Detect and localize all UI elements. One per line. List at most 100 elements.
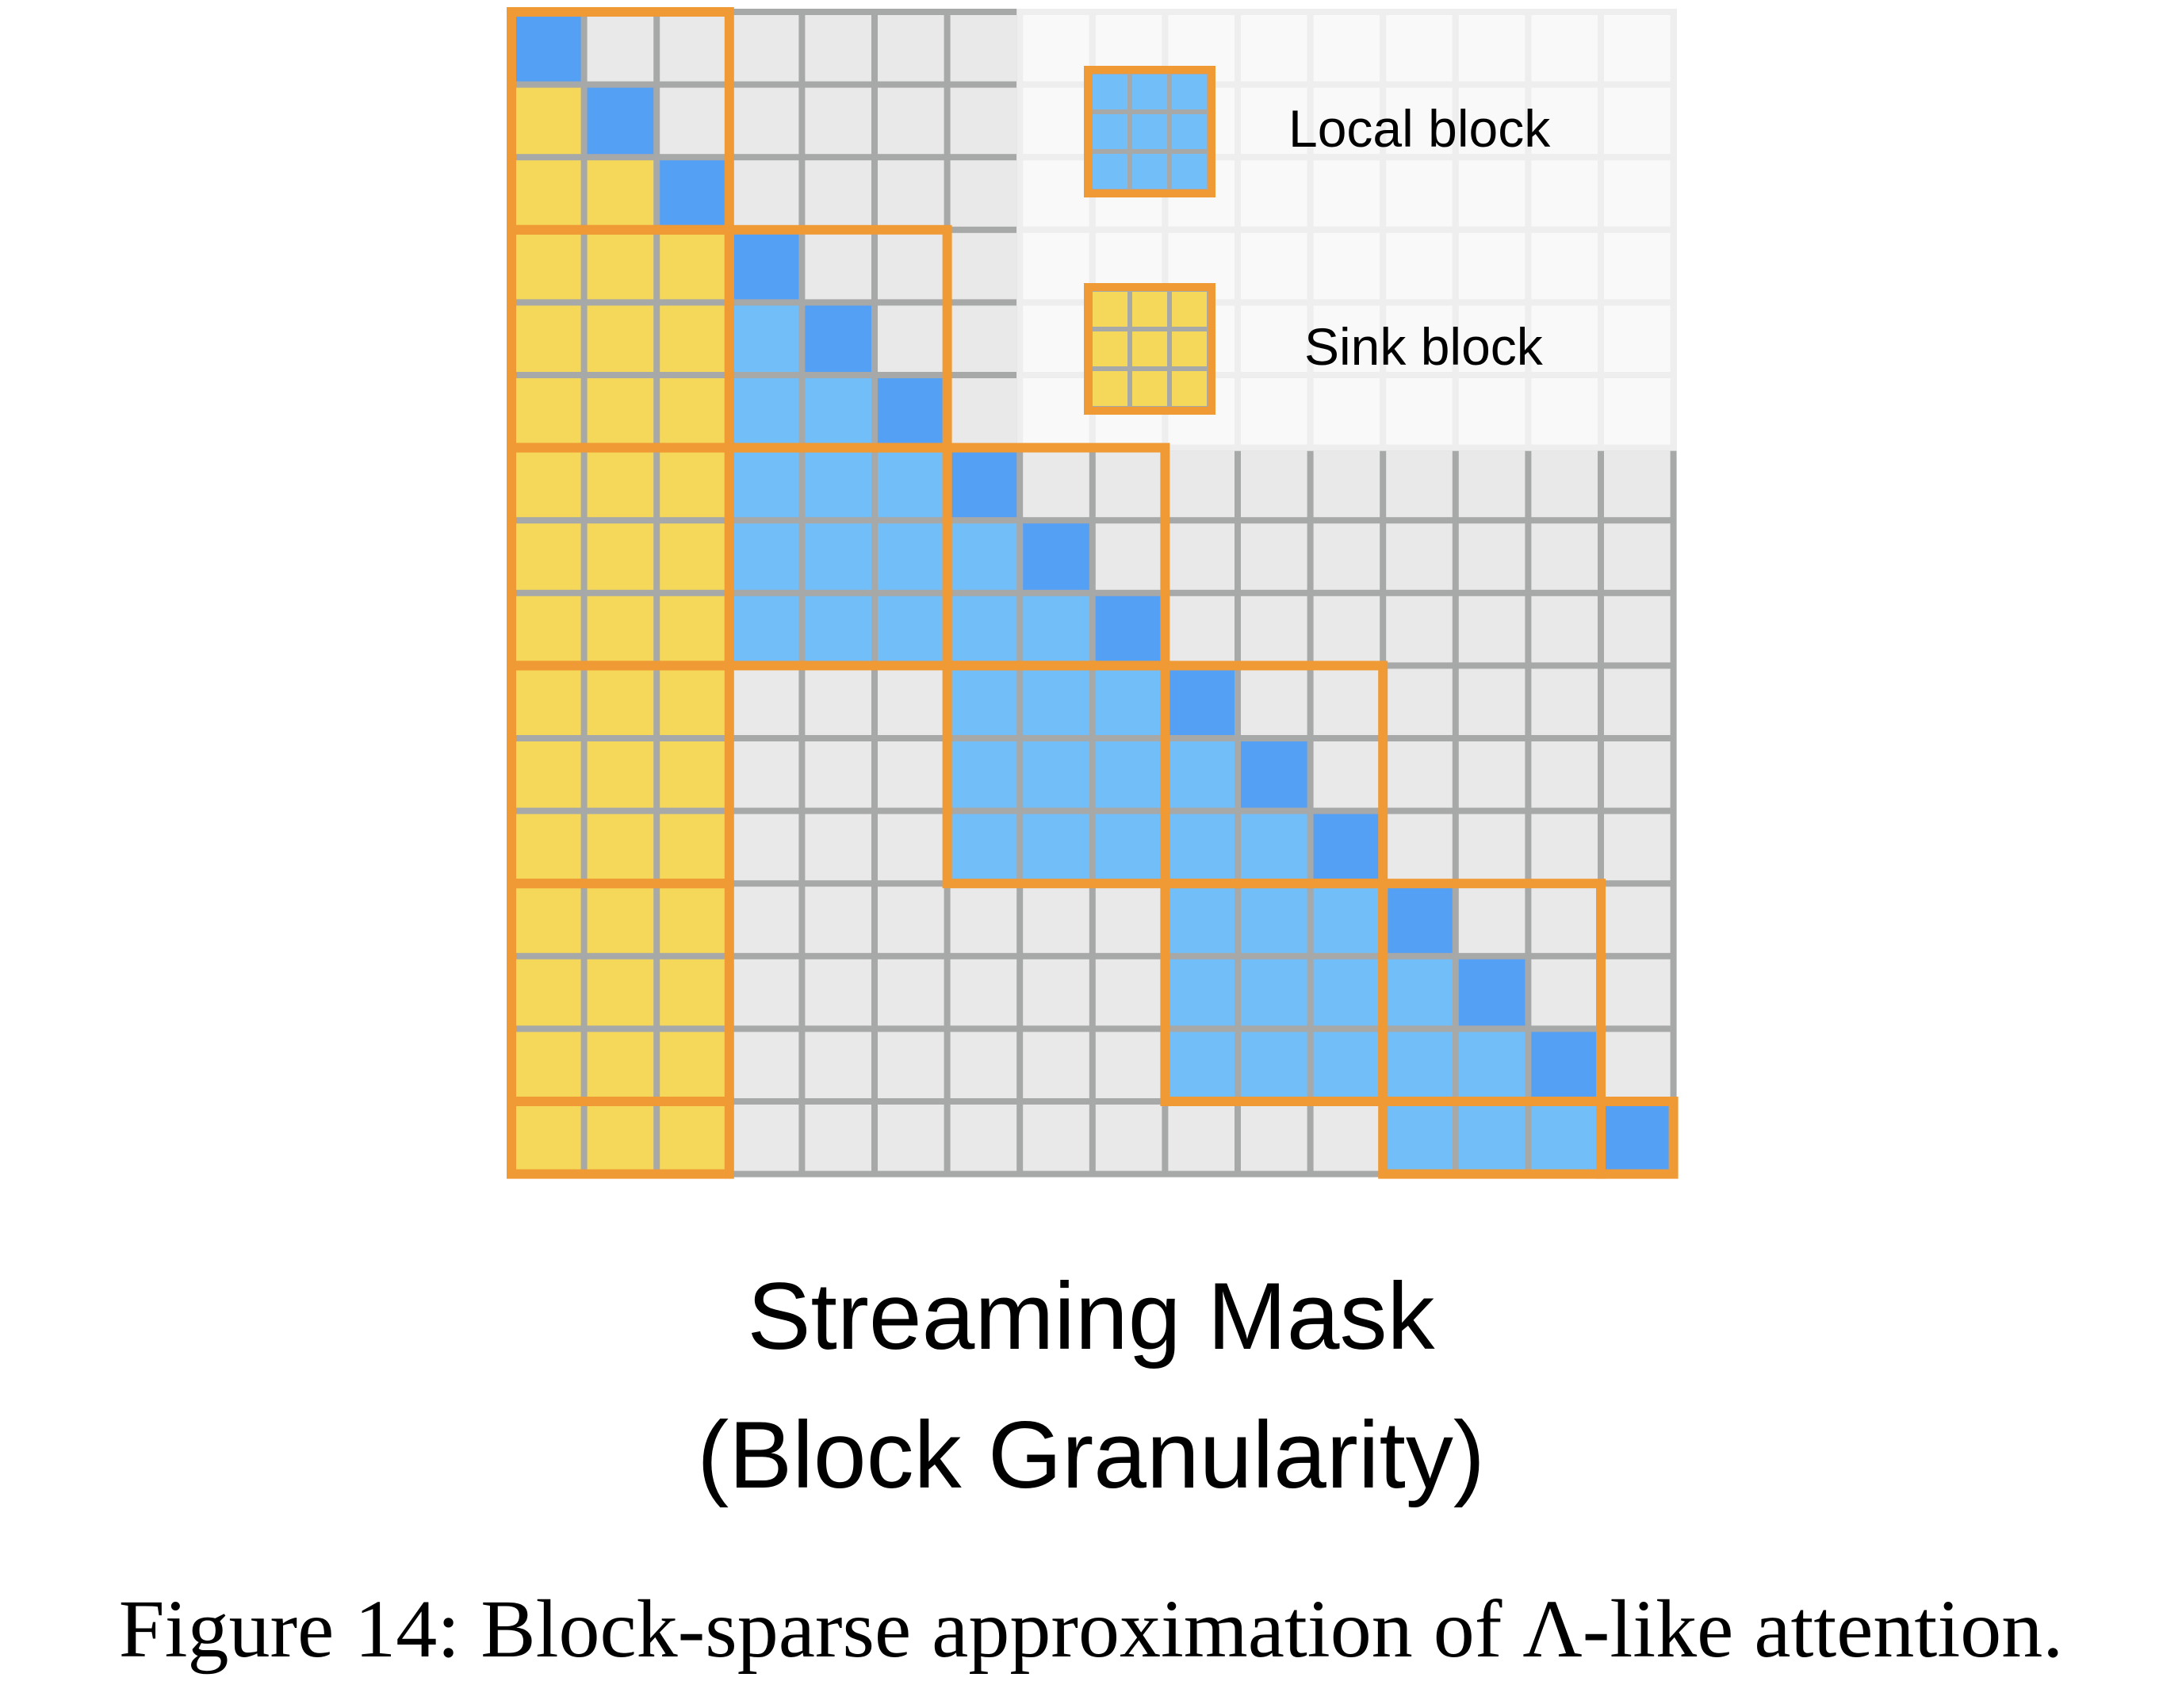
- mask-cell-diagonal: [950, 450, 1017, 518]
- mask-cell-empty: [1531, 160, 1598, 227]
- mask-cell-empty: [1023, 15, 1089, 82]
- block-frame: [942, 661, 1170, 889]
- mask-cell-empty: [1604, 959, 1671, 1026]
- swatch-cell: [1132, 331, 1167, 366]
- mask-cell-sink: [660, 668, 726, 735]
- mask-cell-local: [950, 814, 1017, 881]
- mask-cell-local: [732, 378, 799, 445]
- mask-cell-sink: [587, 887, 654, 953]
- mask-cell-local: [1023, 814, 1089, 881]
- mask-cell-empty: [1386, 15, 1453, 82]
- swatch-cell: [1093, 114, 1127, 149]
- mask-cell-empty: [950, 1032, 1017, 1098]
- mask-cell-sink: [587, 305, 654, 372]
- mask-cell-empty: [1604, 87, 1671, 155]
- mask-cell-empty: [1168, 596, 1235, 663]
- mask-cell-sink: [660, 378, 726, 445]
- mask-cell-empty: [1458, 596, 1525, 663]
- mask-cell-empty: [1386, 378, 1453, 445]
- mask-cell-empty: [1023, 160, 1089, 227]
- mask-cell-empty: [1458, 523, 1525, 590]
- mask-cell-empty: [732, 814, 799, 881]
- mask-cell-empty: [1531, 887, 1598, 953]
- mask-cell-local: [950, 668, 1017, 735]
- mask-cell-empty: [1604, 232, 1671, 300]
- swatch-cell: [1132, 371, 1167, 406]
- block-frames: [507, 7, 1679, 1179]
- mask-cell-empty: [1023, 87, 1089, 155]
- mask-cell-empty: [1241, 87, 1307, 155]
- mask-cell-diagonal: [1386, 887, 1453, 953]
- swatch-cell: [1093, 331, 1127, 366]
- swatch-cell: [1172, 371, 1207, 406]
- mask-cell-empty: [1241, 15, 1307, 82]
- mask-cell-local: [1313, 959, 1380, 1026]
- mask-cell-sink: [515, 668, 581, 735]
- mask-cell-empty: [950, 959, 1017, 1026]
- mask-cell-empty: [1386, 523, 1453, 590]
- mask-cell-empty: [732, 668, 799, 735]
- mask-cell-sink: [587, 668, 654, 735]
- mask-cell-diagonal: [515, 15, 581, 82]
- legend-sink-label: Sink block: [1304, 317, 1544, 376]
- mask-cell-sink: [587, 814, 654, 881]
- mask-cell-empty: [1023, 378, 1089, 445]
- mask-cell-sink: [660, 959, 726, 1026]
- mask-cell-empty: [1458, 887, 1525, 953]
- mask-cell-empty: [1531, 668, 1598, 735]
- mask-cell-empty: [1241, 596, 1307, 663]
- mask-cell-empty: [805, 160, 871, 227]
- mask-cell-sink: [660, 596, 726, 663]
- mask-cell-diagonal: [732, 232, 799, 300]
- block-frame: [724, 442, 952, 671]
- mask-cell-empty: [1458, 378, 1525, 445]
- swatch-cell: [1132, 114, 1167, 149]
- mask-cell-sink: [515, 305, 581, 372]
- mask-cell-empty: [1531, 87, 1598, 155]
- mask-cell-empty: [1458, 450, 1525, 518]
- mask-cell-sink: [587, 1032, 654, 1098]
- mask-cell-empty: [805, 741, 871, 808]
- mask-cell-empty: [878, 305, 944, 372]
- mask-cell-sink: [515, 1032, 581, 1098]
- swatch-cell: [1093, 371, 1127, 406]
- mask-cell-empty: [878, 232, 944, 300]
- mask-cell-sink: [660, 814, 726, 881]
- mask-cell-empty: [1313, 450, 1380, 518]
- mask-cell-empty: [1604, 523, 1671, 590]
- mask-cell-local: [1386, 1032, 1453, 1098]
- mask-cell-local: [878, 523, 944, 590]
- mask-cell-empty: [1386, 160, 1453, 227]
- block-frame: [1378, 1097, 1606, 1179]
- swatch-cell: [1132, 154, 1167, 189]
- mask-cell-sink: [660, 450, 726, 518]
- swatch-cell: [1132, 292, 1167, 327]
- mask-cell-sink: [587, 596, 654, 663]
- mask-cell-local: [1023, 668, 1089, 735]
- mask-cell-local: [1386, 1105, 1453, 1171]
- mask-cell-empty: [1168, 523, 1235, 590]
- mask-cell-empty: [878, 814, 944, 881]
- mask-cell-empty: [1023, 305, 1089, 372]
- mask-cell-sink: [587, 232, 654, 300]
- mask-cell-empty: [1386, 87, 1453, 155]
- mask-cell-empty: [732, 15, 799, 82]
- mask-cell-sink: [587, 378, 654, 445]
- mask-cell-empty: [1531, 15, 1598, 82]
- block-frame: [1160, 879, 1388, 1106]
- mask-cell-local: [1386, 959, 1453, 1026]
- mask-cell-empty: [732, 887, 799, 953]
- mask-cell-empty: [805, 1032, 871, 1098]
- mask-cell-local: [805, 523, 871, 590]
- mask-cell-empty: [1313, 523, 1380, 590]
- mask-cell-empty: [1095, 1032, 1162, 1098]
- mask-cell-sink: [515, 87, 581, 155]
- mask-cell-sink: [660, 232, 726, 300]
- mask-cell-empty: [1531, 741, 1598, 808]
- mask-cell-local: [1095, 741, 1162, 808]
- mask-cell-empty: [1458, 814, 1525, 881]
- mask-cell-empty: [1531, 814, 1598, 881]
- mask-cell-empty: [950, 232, 1017, 300]
- mask-cell-empty: [1313, 596, 1380, 663]
- swatch-cell: [1132, 75, 1167, 109]
